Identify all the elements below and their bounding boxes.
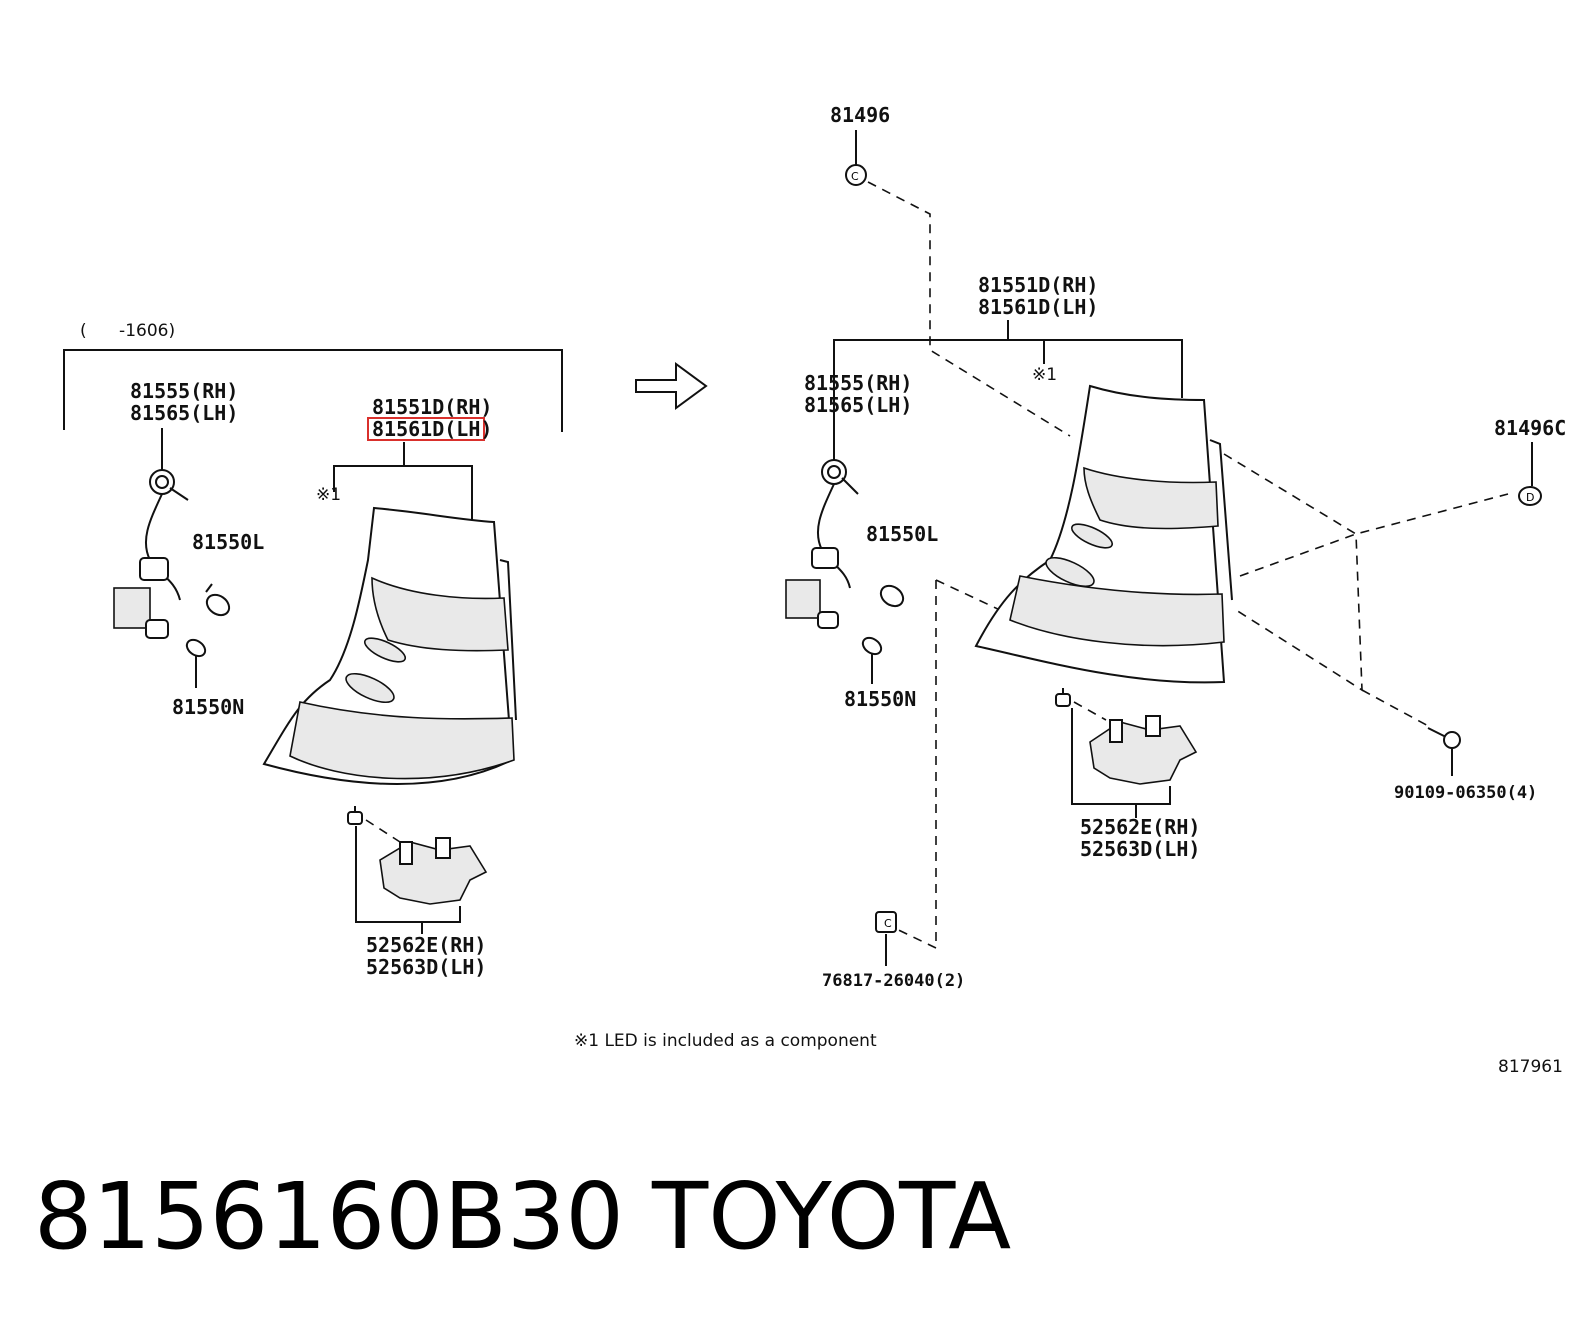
svg-text:C: C	[851, 170, 859, 183]
socket-label-rh: 81555(RH)	[130, 379, 238, 403]
svg-text:C: C	[884, 917, 892, 930]
bracket-label-lh-right: 52563D(LH)	[1080, 837, 1200, 861]
socket-label-rh-right: 81555(RH)	[804, 371, 912, 395]
bulb-n-label-right: 81550N	[844, 687, 916, 711]
bracket-frame	[355, 826, 461, 923]
socket-wire-icon[interactable]	[113, 469, 189, 639]
bulb-l-label: 81550L	[192, 530, 264, 554]
bulb-l-label-right: 81550L	[866, 522, 938, 546]
clip-icon[interactable]	[347, 806, 363, 825]
bracket-icon[interactable]	[379, 837, 488, 905]
nut-label: 76817-26040(2)	[822, 971, 965, 991]
bracket-icon-right[interactable]	[1089, 715, 1198, 785]
group-bracket	[63, 349, 563, 432]
socket-label-lh-right: 81565(LH)	[804, 393, 912, 417]
clip-right-icon[interactable]: D	[1518, 486, 1542, 506]
tail-lamp-icon[interactable]	[262, 506, 517, 785]
footnote: ※1 LED is included as a component	[574, 1031, 877, 1051]
clip-top-label: 81496	[830, 103, 890, 127]
svg-text:D: D	[1526, 491, 1534, 504]
lamp-bracket-right	[833, 339, 1183, 462]
tail-lamp-icon-right[interactable]	[974, 384, 1233, 684]
right-assembly: 81496 C 81551D(RH) 81561D(LH) ※1 81555(R…	[785, 103, 1566, 991]
clip-dash	[365, 819, 401, 843]
lamp-bracket	[333, 465, 473, 522]
bulb-n-icon-right[interactable]	[860, 635, 884, 684]
bulb-l-icon[interactable]	[203, 583, 233, 619]
clip-right-label: 81496C	[1494, 416, 1566, 440]
bracket-label-rh: 52562E(RH)	[366, 933, 486, 957]
socket-wire-icon-right[interactable]	[785, 459, 859, 629]
clip-top-dash	[867, 181, 1071, 437]
left-assembly: ( -1606) 81555(RH) 81565(LH) 81550L 8155…	[63, 321, 563, 979]
lamp-label-rh-right: 81551D(RH)	[978, 273, 1098, 297]
arrow-right-icon	[635, 362, 708, 410]
brand-name: TOYOTA	[651, 1163, 1011, 1270]
highlight-box	[367, 417, 485, 441]
lamp-label-rh: 81551D(RH)	[372, 395, 492, 419]
clip-right-dash-2	[1239, 493, 1509, 577]
nut-dash-upper	[935, 579, 1001, 611]
screw-dash	[1361, 689, 1433, 729]
clip-dash-right	[1073, 701, 1107, 721]
lamp-label-lh-highlighted[interactable]: 81561D(LH)	[372, 417, 492, 441]
clip-right-dash	[1223, 453, 1363, 692]
clip-icon-right[interactable]	[1055, 688, 1071, 707]
screw-icon[interactable]	[1427, 727, 1461, 749]
lamp-note: ※1	[316, 485, 341, 505]
figure-number: 817961	[1498, 1057, 1563, 1077]
bulb-l-icon-right[interactable]	[877, 582, 907, 611]
screw-label: 90109-06350(4)	[1394, 783, 1537, 803]
bulb-n-label: 81550N	[172, 695, 244, 719]
nut-icon[interactable]: C	[875, 911, 897, 933]
nut-dash	[885, 580, 937, 950]
part-number: 8156160B30	[34, 1163, 624, 1270]
lamp-label-lh-right: 81561D(LH)	[978, 295, 1098, 319]
socket-label-lh: 81565(LH)	[130, 401, 238, 425]
bracket-label-lh: 52563D(LH)	[366, 955, 486, 979]
range-label: ( -1606)	[80, 321, 175, 341]
lamp-note-right: ※1	[1032, 365, 1057, 385]
bracket-frame-right	[1071, 708, 1171, 805]
clip-top-icon[interactable]: C	[845, 164, 867, 186]
bracket-label-rh-right: 52562E(RH)	[1080, 815, 1200, 839]
bulb-n-icon[interactable]	[184, 637, 208, 688]
